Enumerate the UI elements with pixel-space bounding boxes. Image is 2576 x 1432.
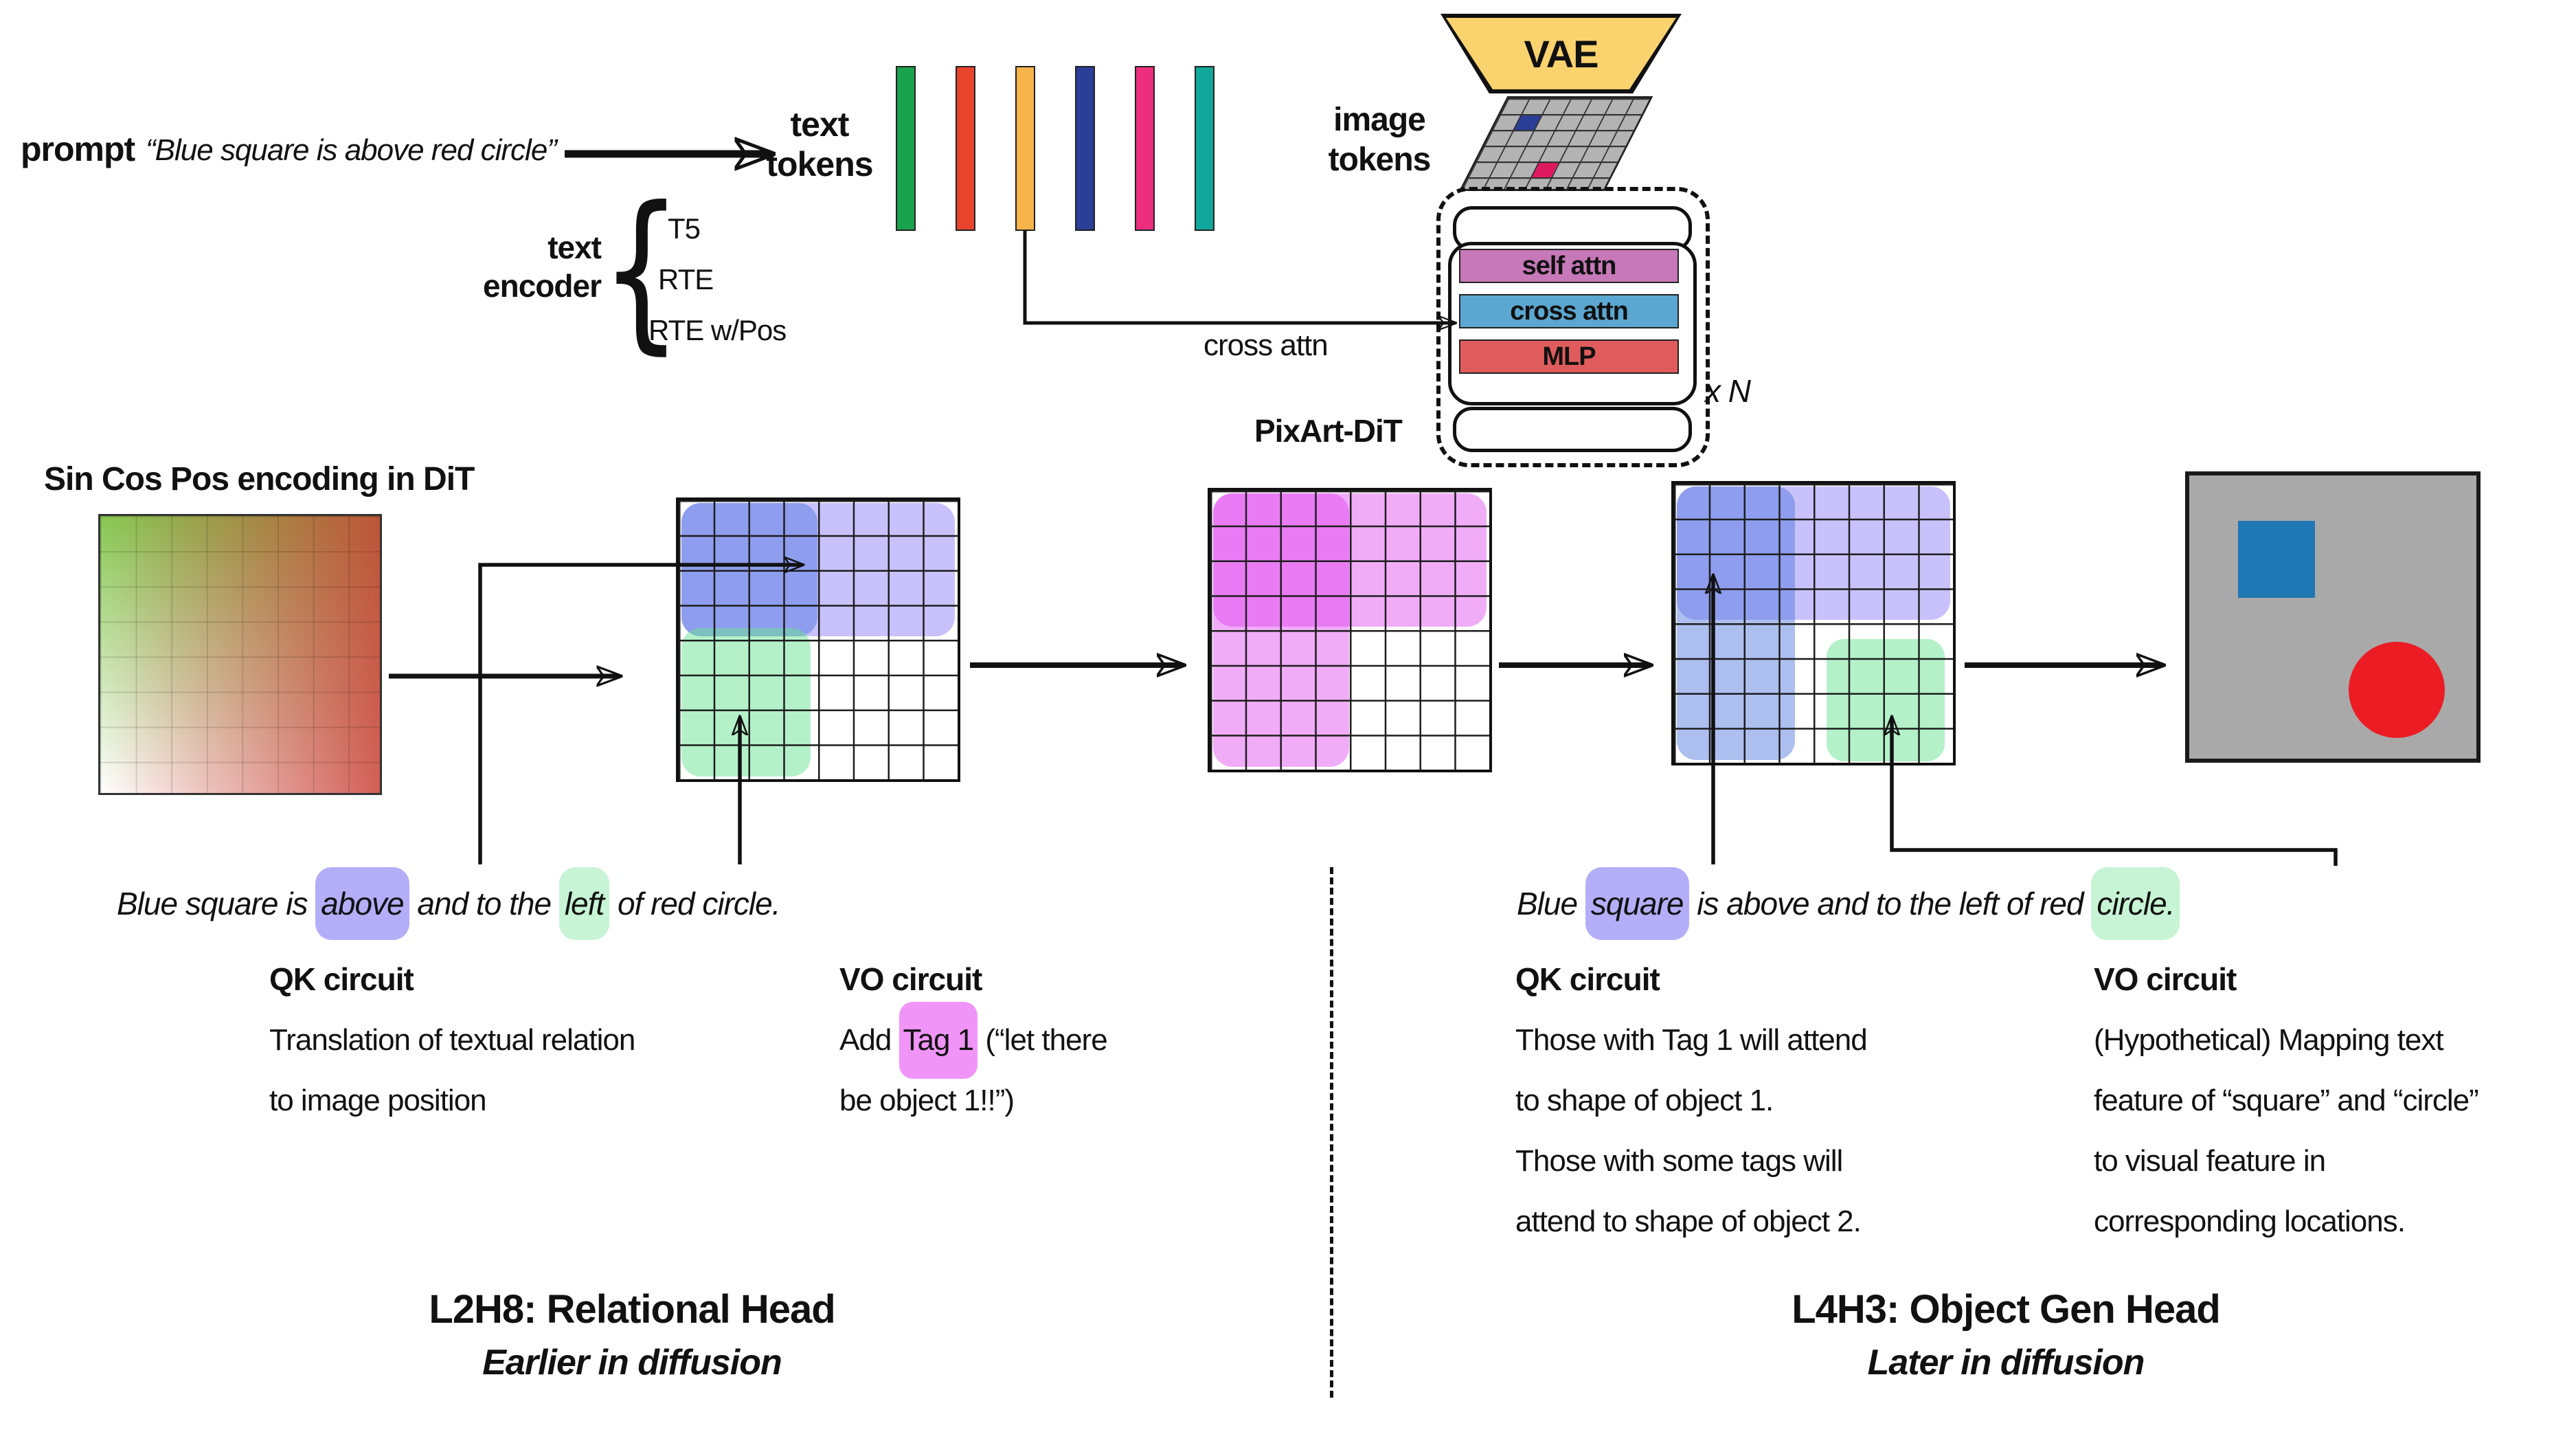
text-token-bar xyxy=(1015,66,1035,231)
attention-grid-l2h8 xyxy=(676,497,960,782)
left-qk-circuit: QK circuit Translation of textual relati… xyxy=(269,961,635,1117)
grid1-overlay-topleft-blue xyxy=(681,503,817,636)
highlight-tag1: Tag 1 xyxy=(899,1002,978,1079)
left-vo-circuit: VO circuit Add Tag 1 (“let there be obje… xyxy=(839,961,1108,1117)
prompt-text: “Blue square is above red circle” xyxy=(146,133,557,167)
vo-circuit-title: VO circuit xyxy=(839,961,982,997)
right-qk-circuit: QK circuit Those with Tag 1 will attend … xyxy=(1515,961,1868,1238)
text-encoder-label: text encoder xyxy=(483,230,602,304)
encoder-option: T5 xyxy=(668,212,701,245)
grid3-overlay-left-blue xyxy=(1677,486,1795,760)
repeat-n-label: x N xyxy=(1705,373,1751,409)
encoder-option: RTE w/Pos xyxy=(648,314,787,346)
text-tokens-label: text tokens xyxy=(766,105,873,183)
image-token-gridlines xyxy=(1462,98,1650,189)
prompt-label: prompt xyxy=(21,130,135,168)
output-blue-square xyxy=(2238,521,2315,598)
pixart-dit-dashed-box xyxy=(1436,187,1710,467)
grid2-overlay-left-magenta xyxy=(1213,493,1349,767)
encoder-option: RTE xyxy=(658,263,714,295)
text-token-bar xyxy=(956,66,975,231)
text-token-bar xyxy=(1135,66,1155,231)
grid3-overlay-green xyxy=(1827,639,1945,761)
highlight-above: above xyxy=(315,867,409,940)
text-token-bar xyxy=(1075,66,1095,231)
brace-icon: { xyxy=(600,170,682,370)
text-token-bar xyxy=(896,66,916,231)
grid1-overlay-bottomleft-green xyxy=(681,628,811,776)
attention-grid-magenta xyxy=(1208,488,1492,772)
pixart-dit-label: PixArt-DiT xyxy=(1254,413,1403,449)
highlight-circle: circle. xyxy=(2091,867,2180,940)
pos-encoding-title: Sin Cos Pos encoding in DiT xyxy=(44,461,475,497)
qk-circuit-title: QK circuit xyxy=(269,961,414,997)
dit-block-pill-bottom xyxy=(1453,407,1692,452)
image-tokens-label: image tokens xyxy=(1328,102,1432,178)
left-sentence: Blue square is above and to the left of … xyxy=(117,867,781,940)
cross-attn-block: cross attn xyxy=(1459,294,1679,328)
vae-label: VAE xyxy=(1524,32,1599,76)
text-encoder-options: T5 RTE RTE w/Pos xyxy=(648,203,787,356)
attention-grid-l4h3 xyxy=(1671,481,1956,765)
right-sentence: Blue square is above and to the left of … xyxy=(1517,867,2180,940)
pos-encoding-gradient xyxy=(98,514,382,795)
qk-circuit-title: QK circuit xyxy=(1515,961,1660,997)
text-token-bar xyxy=(1195,66,1214,231)
right-vo-circuit: VO circuit (Hypothetical) Mapping text f… xyxy=(2094,961,2479,1238)
highlight-square: square xyxy=(1585,867,1689,940)
output-image xyxy=(2185,471,2481,763)
output-red-circle xyxy=(2349,642,2445,738)
line-token-to-crossattn xyxy=(1023,231,1455,323)
image-token-grid xyxy=(1459,96,1653,191)
vo-circuit-title: VO circuit xyxy=(2094,961,2237,997)
left-panel-heading: L2H8: Relational Head Earlier in diffusi… xyxy=(429,1287,835,1383)
self-attn-block: self attn xyxy=(1459,249,1679,283)
mlp-block: MLP xyxy=(1459,339,1679,374)
cross-attn-callout: cross attn xyxy=(1204,328,1329,362)
panel-divider xyxy=(1330,867,1333,1398)
right-panel-heading: L4H3: Object Gen Head Later in diffusion xyxy=(1792,1287,2221,1383)
highlight-left: left xyxy=(558,867,610,940)
